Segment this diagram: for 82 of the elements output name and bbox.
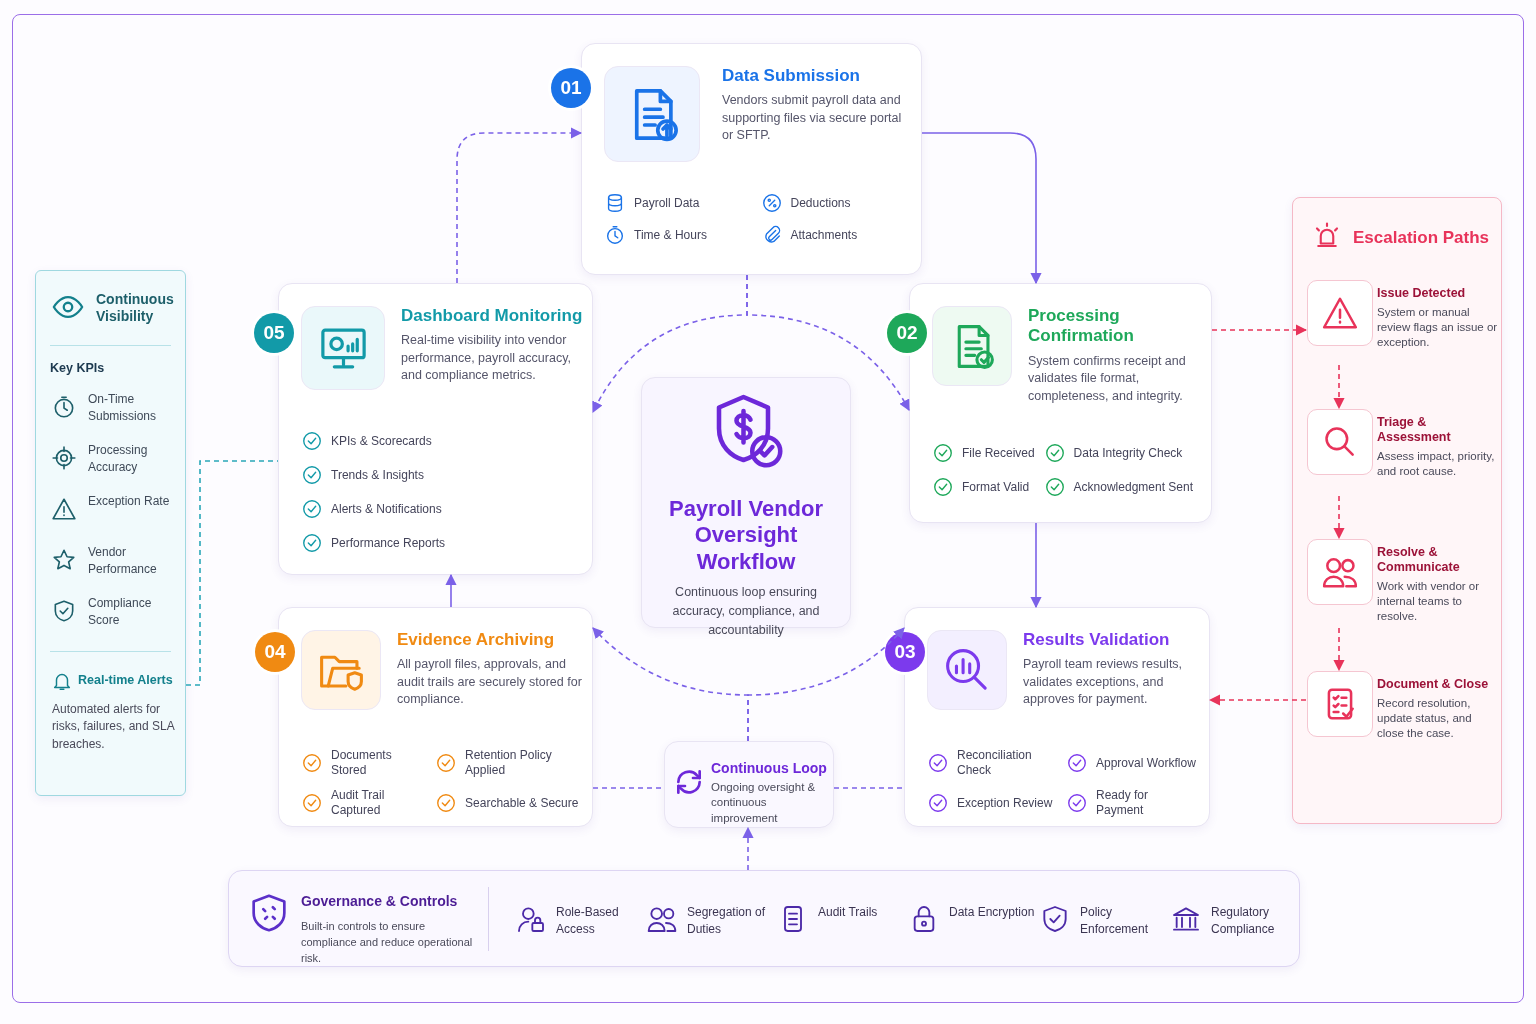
feature-label: Audit Trail Captured <box>331 788 386 818</box>
feature-label: Acknowledgment Sent <box>1073 479 1193 495</box>
arrow <box>1030 522 1042 609</box>
arrow <box>1333 495 1345 540</box>
feature-label: Data Integrity Check <box>1073 445 1183 461</box>
kpi-label: Compliance Score <box>88 595 153 629</box>
card-title: Data Submission <box>722 66 861 87</box>
feature-label: KPIs & Scorecards <box>331 433 432 449</box>
step-number-badge: 04 <box>255 632 295 672</box>
arrow <box>445 573 457 608</box>
side-panel <box>35 270 186 796</box>
control-label: Data Encryption <box>949 904 1035 921</box>
feature-label: Documents Stored <box>331 748 393 778</box>
feature-label: Approval Workflow <box>1096 755 1196 771</box>
section-heading: Key KPIs <box>50 361 105 375</box>
step-title: Triage & Assessment <box>1377 415 1452 445</box>
feature-label: Deductions <box>790 195 851 211</box>
step-number-badge: 05 <box>254 313 294 353</box>
feature-label: Payroll Data <box>634 195 700 211</box>
step-number-badge: 02 <box>887 313 927 353</box>
card-description: Payroll team reviews results, validates exceptions, and approves for payment. <box>1023 656 1184 709</box>
feature-label: Searchable & Secure <box>465 795 579 811</box>
card-title: Evidence Archiving <box>397 630 556 651</box>
step-description: System or manual review flags an issue or exception. <box>1377 305 1499 350</box>
kpi-label: On-Time Submissions <box>88 391 158 425</box>
card-title: Processing Confirmation <box>1028 306 1135 347</box>
kpi-label: Vendor Performance <box>88 544 158 578</box>
feature-label: Alerts & Notifications <box>331 501 442 517</box>
feature-label: Attachments <box>790 227 858 243</box>
card-description: Real-time visibility into vendor performance, payroll accuracy, and compliance metrics. <box>401 332 572 385</box>
feature-label: Format Valid <box>962 479 1030 495</box>
feature-label: Ready for Payment <box>1096 788 1150 818</box>
loop-description: Ongoing oversight & continuous improvement <box>711 779 817 826</box>
feature-label: Time & Hours <box>634 227 707 243</box>
step-description: Assess impact, priority, and root cause. <box>1377 449 1496 479</box>
feature-label: File Received <box>962 445 1035 461</box>
arrow <box>1333 364 1345 410</box>
workflow-description: Continuous loop ensuring accuracy, compliance, and accountability <box>671 584 821 639</box>
kpi-label: Processing Accuracy <box>88 442 149 476</box>
alert-title: Real-time Alerts <box>78 673 174 687</box>
loop-title: Continuous Loop <box>711 760 828 777</box>
kpi-label: Exception Rate <box>88 493 171 510</box>
arrow <box>1333 627 1345 672</box>
arrow <box>1208 694 1307 706</box>
control-label: Segregation of Duties <box>687 904 767 939</box>
escalation-panel <box>1292 197 1502 824</box>
panel-title: Continuous Visibility <box>96 291 175 325</box>
step-description: Record resolution, update status, and close the case. <box>1377 696 1473 741</box>
feature-label: Retention Policy Applied <box>465 748 553 778</box>
card-title: Results Validation <box>1023 630 1171 651</box>
control-label: Audit Trails <box>818 904 879 921</box>
arrow <box>747 627 905 742</box>
loop-card <box>664 741 834 828</box>
feature-label: Reconciliation Check <box>957 748 1033 778</box>
governance-bar <box>228 870 1300 967</box>
feature-label: Performance Reports <box>331 535 446 551</box>
card-description: System confirms receipt and validates file format, completeness, and integrity. <box>1028 352 1187 405</box>
connector-line <box>833 787 905 789</box>
card-description: Vendors submit payroll data and supporting files via secure portal or SFTP. <box>722 92 903 145</box>
governance-title: Governance & Controls <box>301 893 458 910</box>
feature-label: Trends & Insights <box>331 467 424 483</box>
step-description: Work with vendor or internal teams to resolve. <box>1377 579 1481 624</box>
alert-description: Automated alerts for risks, failures, and SLA breaches. <box>52 701 176 753</box>
card-title: Dashboard Monitoring <box>401 306 584 327</box>
step-title: Document & Close <box>1377 677 1490 692</box>
step-title: Issue Detected <box>1377 286 1467 301</box>
arrow <box>746 274 910 411</box>
step-title: Resolve & Communicate <box>1377 545 1461 575</box>
workflow-title: Payroll Vendor Oversight Workflow <box>667 496 825 576</box>
step-number-badge: 01 <box>551 68 591 108</box>
arrow <box>742 826 754 871</box>
arrow <box>921 132 1042 285</box>
arrow <box>456 127 583 284</box>
step-number-badge: 03 <box>885 632 925 672</box>
card-description: All payroll files, approvals, and audit trails are securely stored for compliance. <box>397 656 583 709</box>
panel-title: Escalation Paths <box>1353 228 1491 249</box>
arrow <box>1211 324 1308 336</box>
control-label: Regulatory Compliance <box>1211 904 1276 939</box>
feature-label: Exception Review <box>957 795 1053 811</box>
governance-description: Built-in controls to ensure compliance and reduce operational risk. <box>301 919 474 966</box>
control-label: Policy Enforcement <box>1080 904 1150 939</box>
control-label: Role-Based Access <box>556 904 620 939</box>
